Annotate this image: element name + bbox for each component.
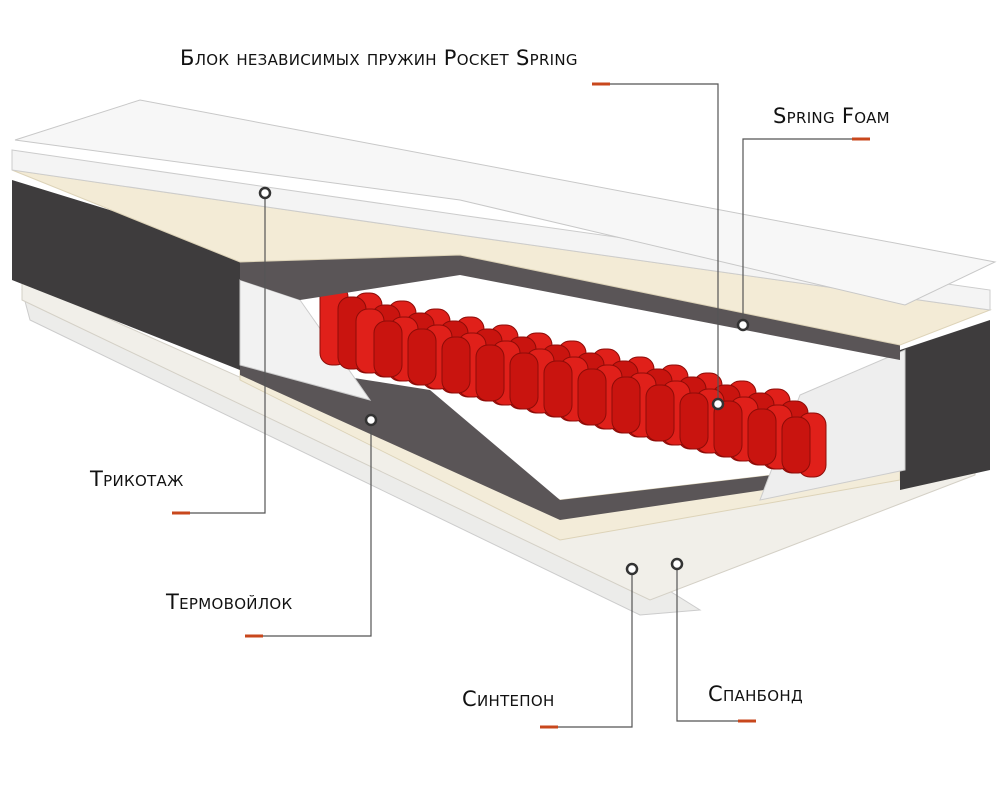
spring-pocket: [747, 408, 777, 466]
felt-lower: [240, 360, 900, 520]
felt-upper: [240, 255, 900, 360]
label-spunbond: Спанбонд: [708, 682, 803, 706]
spring-pocket: [509, 352, 539, 410]
spring-pocket: [543, 360, 573, 418]
spring-pocket: [713, 400, 743, 458]
spring-pocket: [373, 320, 403, 378]
spring-pocket: [679, 392, 709, 450]
label-knit: Трикотаж: [90, 467, 184, 491]
spring-pocket: [407, 328, 437, 386]
leader-lines: [190, 83, 870, 728]
label-spring-foam: Spring Foam: [773, 104, 890, 128]
label-thermofelt: Термовойлок: [166, 590, 293, 614]
spring-pocket: [441, 336, 471, 394]
top-layers: [11, 149, 991, 311]
label-pocket-spring: Блок независимых пружин Pocket Spring: [180, 46, 578, 70]
side-cover-left: [12, 180, 240, 370]
spring-pocket: [577, 368, 607, 426]
spring-pocket: [475, 344, 505, 402]
quilted-top: [14, 99, 997, 306]
spring-pocket: [781, 416, 811, 474]
side-cover-right: [900, 320, 990, 490]
side-foam-left: [239, 279, 372, 401]
spring-pocket: [611, 376, 641, 434]
spring-pocket: [645, 384, 675, 442]
label-sintepon: Синтепон: [462, 687, 555, 711]
marker-dots: [258, 186, 750, 576]
accent-underlines: [172, 82, 870, 729]
pocket-spring-block: [319, 284, 827, 478]
